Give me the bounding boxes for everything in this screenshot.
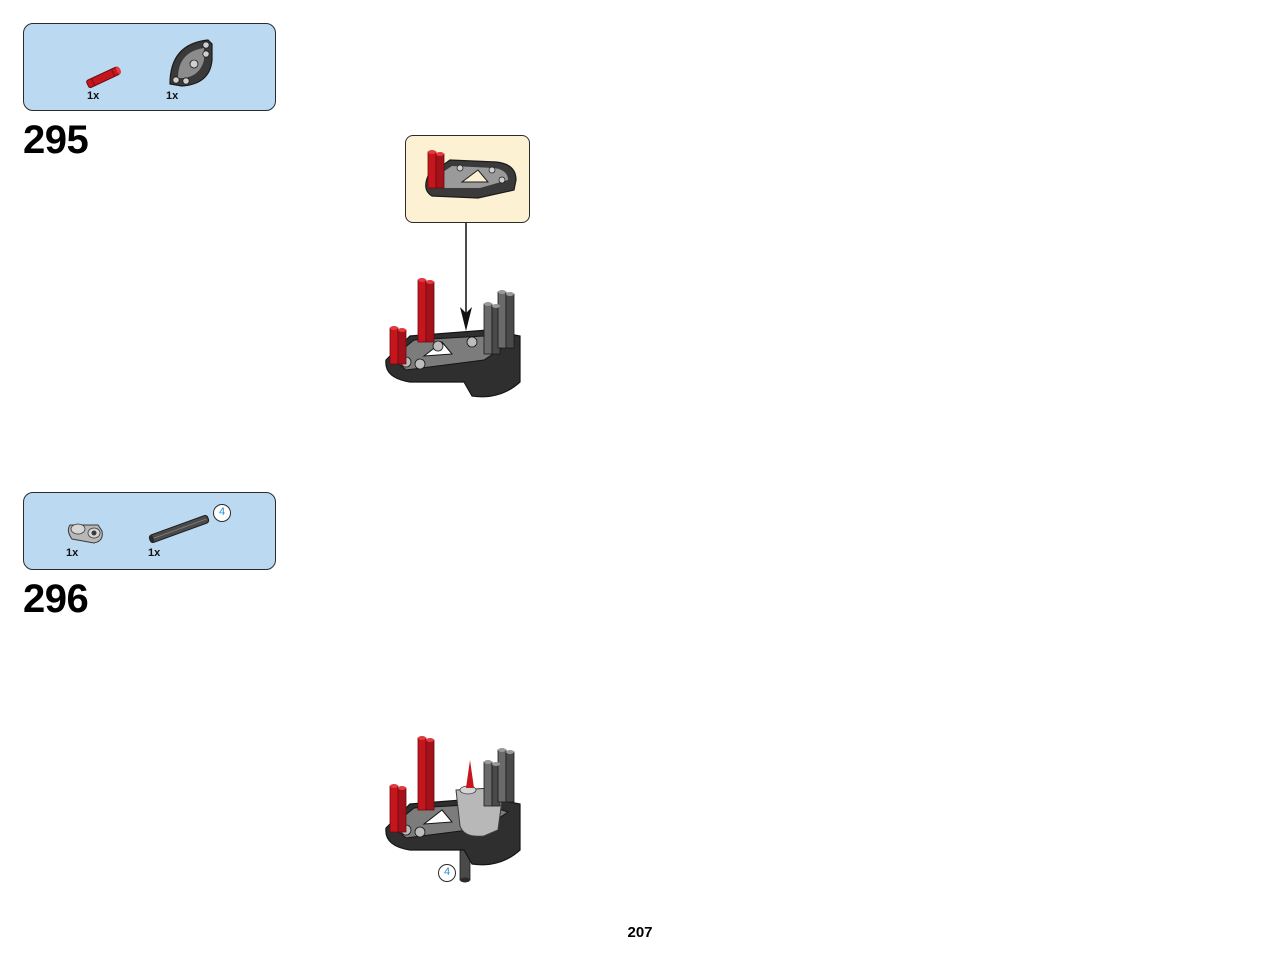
quantity-label: 1x: [87, 90, 100, 102]
quantity-label: 1x: [148, 547, 161, 559]
subassembly-callout: [405, 135, 530, 223]
quantity-label: 1x: [66, 547, 79, 559]
step-number: 296: [23, 577, 89, 621]
model-assembly-296: [385, 736, 521, 883]
light-gray-double-connector-icon: [67, 523, 103, 544]
dark-gray-long-axle-icon: [148, 514, 210, 544]
callout-subassembly-icon: [425, 150, 517, 199]
assembly-arrow-down: [460, 223, 472, 331]
axle-length-badge: 4: [213, 504, 231, 522]
step-number: 295: [23, 118, 89, 162]
parts-list-box-296: 1x 1x 4: [23, 492, 276, 570]
axle-length-badge: 4: [438, 864, 456, 882]
page-number: 207: [627, 924, 653, 941]
quantity-label: 1x: [166, 90, 179, 102]
model-assembly-295: [385, 278, 521, 398]
red-axle-icon: [86, 66, 121, 89]
parts-list-box-295: 1x 1x: [23, 23, 276, 111]
dark-gray-triangle-beam-icon: [169, 39, 213, 87]
